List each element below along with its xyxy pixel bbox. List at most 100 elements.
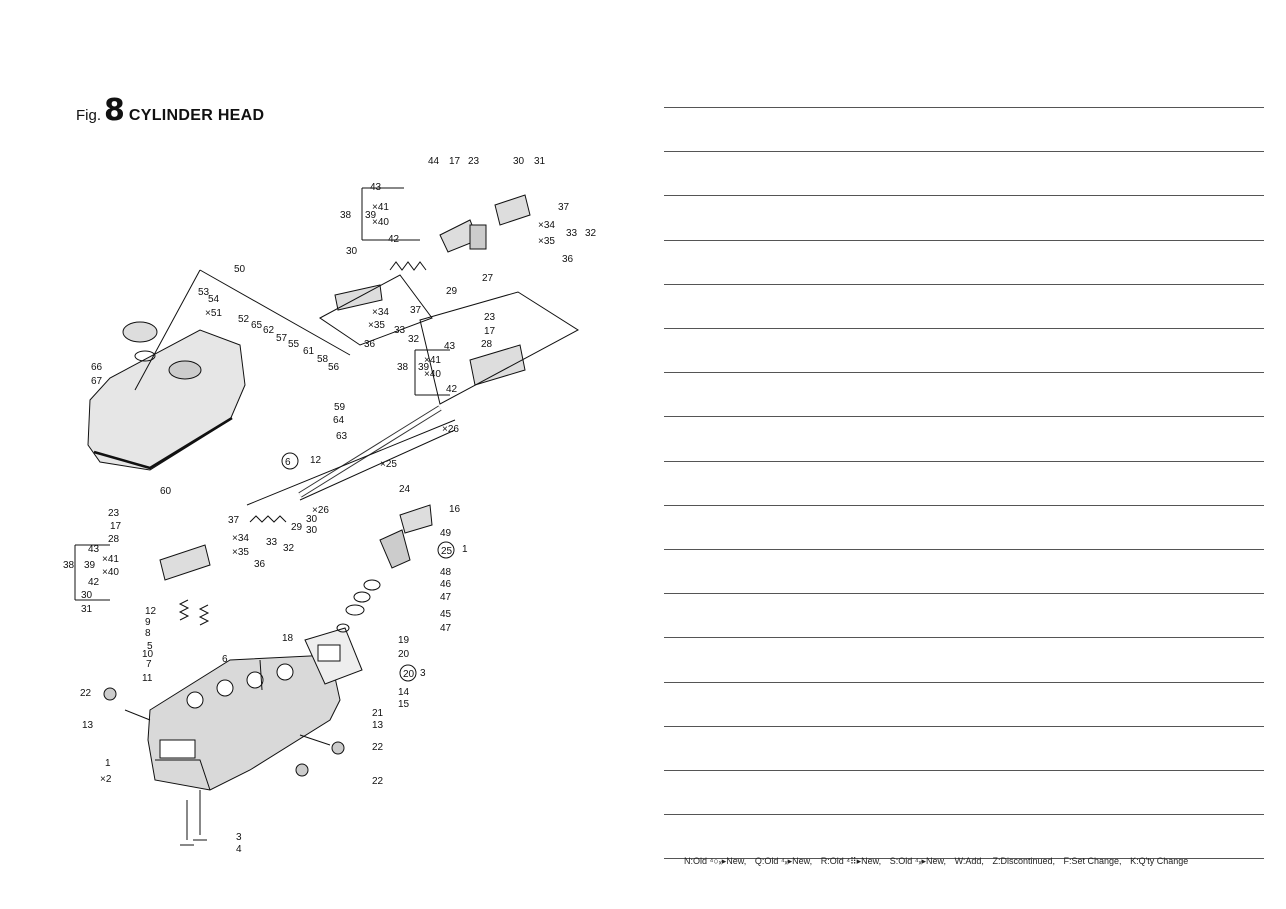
ruled-line [664, 593, 1264, 595]
ruled-line [664, 372, 1264, 374]
part-callout: 43 [444, 341, 456, 352]
ruled-line [664, 107, 1264, 108]
part-callout: 30 [81, 590, 93, 601]
part-callout: ×35 [368, 320, 385, 331]
part-callout: 39 [84, 560, 96, 571]
legend-item: F:Set Change, [1063, 856, 1122, 866]
part-callout: ×26 [312, 505, 329, 516]
part-callout: 42 [446, 384, 458, 395]
part-callout: 62 [263, 325, 275, 336]
part-callout: 3 [420, 668, 426, 679]
part-callout: 60 [160, 486, 172, 497]
part-callout: ×40 [424, 369, 441, 380]
cylinder-head [147, 654, 341, 791]
part-callout: 65 [251, 320, 263, 331]
part-callout: 50 [234, 264, 246, 275]
part-callout: 30 [306, 525, 318, 536]
part-callout: 27 [482, 273, 494, 284]
part-callout: 16 [449, 504, 461, 515]
legend-item: W:Add, [954, 856, 984, 866]
part-callout: 53 [198, 287, 210, 298]
part-callout: 17 [110, 521, 122, 532]
part-callout: 28 [108, 534, 120, 545]
part-callout: 59 [334, 402, 346, 413]
part-callout: 39 [365, 210, 377, 221]
part-callout: 61 [303, 346, 315, 357]
part-callout: 13 [82, 720, 94, 731]
ruled-line [664, 814, 1264, 816]
part-callout: 55 [288, 339, 300, 350]
part-callout: ×40 [372, 217, 389, 228]
part-callout: 49 [440, 528, 452, 539]
fig-number: 8 [104, 93, 125, 128]
ruled-line [664, 504, 1264, 506]
part-callout: ×35 [232, 547, 249, 558]
part-callout: 37 [228, 515, 240, 526]
part-callout: 57 [276, 333, 288, 344]
part-callout: 56 [328, 362, 340, 373]
part-callout: 64 [333, 415, 345, 426]
valve-exhaust [193, 790, 207, 841]
circled-ref: 6 [281, 452, 299, 470]
part-callout: 33 [394, 325, 406, 336]
legend-item: Z:Discontinued, [992, 856, 1055, 866]
ruled-line [664, 328, 1264, 329]
ruled-line [664, 283, 1264, 285]
part-callout: 13 [372, 720, 384, 731]
ruled-line [664, 460, 1264, 462]
part-callout: 29 [291, 522, 303, 533]
part-callout: 23 [468, 156, 480, 167]
part-callout: 32 [408, 334, 420, 345]
legend-item: R:Old ⁴⠿▸New, [820, 856, 882, 866]
part-callout: 67 [91, 376, 103, 387]
part-callout: 37 [558, 202, 570, 213]
circled-ref: 25 [437, 541, 455, 559]
part-callout: ×35 [538, 236, 555, 247]
part-callout: ×40 [102, 567, 119, 578]
part-callout: ×2 [100, 774, 112, 785]
part-callout: 9 [145, 617, 151, 628]
valve-intake [180, 800, 194, 846]
thermostat-housing [379, 529, 411, 569]
part-callout: ×41 [424, 355, 441, 366]
part-callout: 23 [484, 312, 496, 323]
rocker-cover [87, 329, 246, 471]
ruled-line [664, 681, 1264, 683]
part-callout: 30 [513, 156, 525, 167]
part-callout: 5 [147, 641, 153, 652]
part-callout: 36 [562, 254, 574, 265]
circled-ref-label: 25 [441, 546, 453, 557]
oil-cap [122, 321, 158, 343]
part-callout: 12 [145, 606, 157, 617]
ruled-line [664, 725, 1264, 727]
ruled-line [664, 637, 1264, 639]
part-callout: 45 [440, 609, 452, 620]
part-callout: 10 [142, 649, 154, 660]
ruled-line [664, 151, 1264, 153]
part-callout: 33 [566, 228, 578, 239]
part-callout: 38 [397, 362, 409, 373]
part-callout: 42 [88, 577, 100, 588]
part-callout: 28 [481, 339, 493, 350]
part-callout: 21 [372, 708, 384, 719]
part-callout: 39 [418, 362, 430, 373]
part-callout: 1 [105, 758, 111, 769]
part-callout: 36 [254, 559, 266, 570]
part-callout: 32 [585, 228, 597, 239]
part-callout: 23 [108, 508, 120, 519]
part-callout: ×34 [538, 220, 555, 231]
legend-item: N:Old ⁴○ₓ▸New, [684, 856, 747, 866]
part-callout: 24 [399, 484, 411, 495]
change-code-legend: N:Old ⁴○ₓ▸New, Q:Old ⁴ₓ▸New, R:Old ⁴⠿▸Ne… [684, 856, 1194, 867]
part-callout: 15 [398, 699, 410, 710]
fig-label: Fig. [76, 107, 102, 124]
part-callout: 44 [428, 156, 440, 167]
ruled-line [664, 858, 1264, 860]
part-callout: ×25 [380, 459, 397, 470]
notes-ruled-area [664, 0, 1264, 909]
part-callout: 43 [88, 544, 100, 555]
legend-item: S:Old ⁴ₓ▸New, [889, 856, 947, 866]
part-callout: 19 [398, 635, 410, 646]
part-callout: 11 [142, 673, 153, 684]
